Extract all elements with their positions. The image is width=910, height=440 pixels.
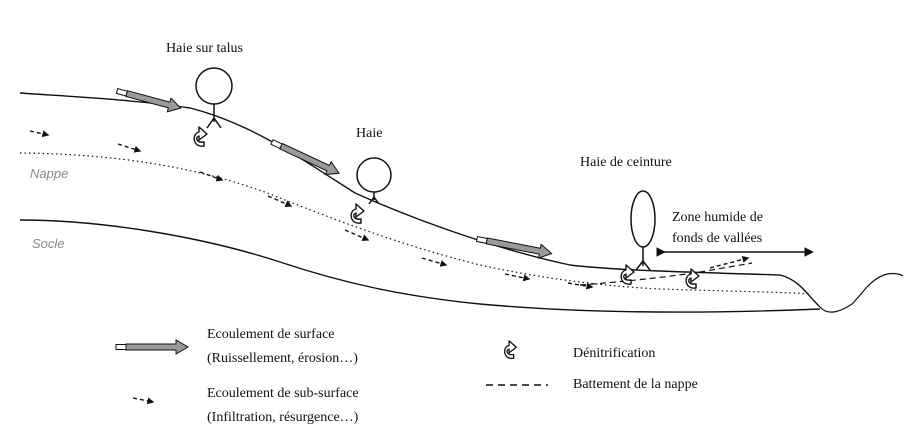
legend-surface-title: Ecoulement de surface — [207, 327, 335, 342]
denitrification-icon — [350, 203, 365, 224]
legend-subsurface-title: Ecoulement de sub-surface — [207, 386, 359, 401]
subsurface-flow-arrows — [29, 130, 750, 290]
surface-flow-arrow — [270, 139, 340, 176]
surface-flow-arrow — [115, 87, 182, 113]
denitrification-icon — [193, 126, 208, 147]
legend-subsurface-subtitle: (Infiltration, résurgence…) — [207, 410, 359, 425]
surface-flow-arrow — [475, 235, 553, 259]
denitrification-icon — [620, 264, 635, 285]
hedge-belt — [630, 190, 656, 271]
legend-denitrification: Dénitrification — [573, 346, 656, 361]
water-table-fluctuation-line — [579, 262, 753, 286]
legend-surface-arrow-icon — [115, 339, 189, 355]
hedge-on-bank — [195, 67, 233, 129]
label-haie-sur-talus: Haie sur talus — [166, 41, 243, 56]
label-haie-de-ceinture: Haie de ceinture — [580, 155, 672, 170]
label-nappe: Nappe — [30, 166, 69, 181]
hedge-mid-slope — [356, 157, 392, 205]
bedrock-line — [19, 219, 821, 313]
legend-battement: Battement de la nappe — [573, 377, 698, 392]
ground-surface-line — [19, 92, 821, 308]
legend-surface-subtitle: (Ruissellement, érosion…) — [207, 351, 358, 366]
label-zone-humide: Zone humide de fonds de vallées — [672, 207, 808, 249]
label-zone-humide-line1: Zone humide de — [672, 210, 763, 225]
label-zone-humide-line2: fonds de vallées — [672, 231, 763, 246]
legend-denitrification-icon — [503, 340, 518, 360]
valley-bank-line — [819, 272, 904, 313]
label-haie: Haie — [356, 126, 383, 141]
legend-subsurface-arrow-icon — [132, 397, 155, 405]
label-socle: Socle — [32, 236, 65, 251]
water-table-line — [19, 152, 813, 295]
